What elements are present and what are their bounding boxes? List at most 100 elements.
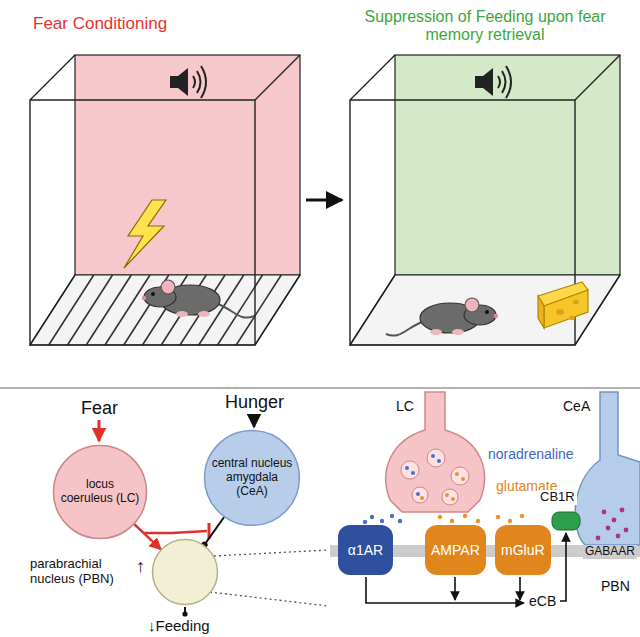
cea-neuron: [606, 526, 611, 531]
region-outline: [151, 538, 219, 606]
shock-grid: [105, 275, 150, 345]
lc-neuron: [420, 472, 465, 501]
input-label: Hunger: [225, 392, 284, 413]
hunger-input-arrow: [253, 414, 256, 427]
lc-neuron: [437, 459, 441, 463]
shock-grid: [236, 275, 281, 345]
cheese: [569, 316, 575, 320]
mglur-arrow: [519, 577, 521, 600]
cea-neuron: [596, 536, 601, 541]
node-text: α1AR: [348, 542, 383, 558]
shock-grid: [49, 275, 94, 345]
retrieval-cage: [350, 275, 620, 345]
glutamate-dots: [438, 515, 442, 519]
ampar-arrow: [454, 577, 456, 600]
noradrenaline-dots: [370, 515, 374, 519]
node-text: locus coeruleus (LC): [60, 478, 140, 506]
region-label: CeA: [563, 398, 590, 414]
cheese: [538, 282, 588, 328]
inhibition-branch: [144, 531, 207, 533]
zoom-lines: [210, 550, 328, 606]
receptor-box: AMPAR: [425, 525, 486, 575]
cea-neuron: [575, 392, 640, 545]
inhibitory-connector: [204, 517, 224, 545]
node-text: central nucleus amygdala (CeA): [211, 457, 293, 498]
lc-neuron: [412, 487, 428, 503]
receptor-label: GABAAR: [583, 545, 637, 559]
retrieval-cage: [475, 66, 511, 98]
cheese: [573, 300, 579, 305]
retrieval-cage: [350, 55, 620, 345]
receptor-label: CB1R: [538, 490, 577, 505]
lc-neuron: [405, 466, 409, 470]
transmitter-label: noradrenaline: [488, 446, 574, 462]
feeding-inhibition-line: [184, 607, 186, 612]
glutamate-dots: [438, 514, 524, 523]
lc-neuron: [451, 467, 469, 485]
lc-neuron: [386, 392, 485, 512]
noradrenaline-dots: [380, 519, 384, 523]
ecb-pathway-arrow: [366, 577, 524, 603]
panel-title: Fear Conditioning: [33, 14, 167, 34]
glutamate-dots: [463, 514, 467, 518]
cheese: [538, 296, 544, 328]
output-label: ↓Feeding: [148, 617, 210, 634]
cb1-receptor: [552, 512, 580, 530]
panel-divider: [0, 387, 640, 389]
lc-neuron: [431, 454, 435, 458]
cea-neuron: [596, 508, 629, 541]
activity-arrow: ↑: [136, 556, 145, 577]
lc-neuron: [411, 471, 415, 475]
input-label: Fear: [81, 398, 118, 419]
cea-neuron: [552, 392, 640, 545]
cea-neuron: [616, 534, 621, 539]
conditioning-cage: [170, 66, 206, 98]
lc-neuron: [427, 449, 445, 467]
glutamate-dots: [450, 519, 454, 523]
cea-neuron: [624, 528, 629, 533]
conditioning-cage: [142, 280, 254, 318]
node-text: AMPAR: [431, 542, 480, 558]
shock-bolt: [124, 200, 166, 268]
noradrenaline-dots: [398, 519, 402, 523]
lc-neuron: [455, 472, 459, 476]
brain-region-circle: parabrachial nucleus (PBN): [30, 538, 219, 606]
node-text: mGluR: [501, 542, 545, 558]
fear-input-arrow: [98, 420, 101, 441]
region-circle: [54, 446, 147, 539]
noradrenaline-dots: [363, 520, 367, 524]
inhibition-dot: [182, 611, 187, 616]
lc-neuron: [451, 497, 455, 501]
region-circle: [153, 540, 218, 605]
lc-neuron: [442, 489, 458, 505]
retrograde-ecb-arrow: [560, 533, 566, 601]
panel-title: Suppression of Feeding upon fear memory …: [360, 8, 610, 45]
conditioning-cage: [30, 55, 300, 345]
cea-neuron: [602, 510, 607, 515]
cheese: [544, 290, 588, 328]
conditioning-cage: [30, 275, 300, 345]
glutamate-dots: [476, 519, 480, 523]
lc-neuron: [401, 461, 419, 479]
region-circle: [205, 431, 300, 526]
conditioning-cage: [30, 55, 300, 345]
sequence-arrow: [306, 199, 342, 202]
brain-region-circle: locus coeruleus (LC): [52, 444, 148, 540]
node-text: parabrachial nucleus (PBN): [30, 557, 130, 587]
glutamate-dots: [520, 514, 524, 518]
retrieval-cage: [350, 55, 620, 345]
noradrenaline-dots: [390, 514, 394, 518]
receptor-box: mGluR: [495, 525, 551, 575]
glutamate-dots: [496, 515, 500, 519]
excitatory-arrow: [134, 524, 161, 549]
region-label: LC: [396, 398, 414, 414]
shock-grid: [86, 275, 131, 345]
lc-neuron: [445, 493, 449, 497]
lc-neuron: [416, 492, 420, 496]
shock-grid: [49, 275, 282, 345]
brain-region-circle: central nucleus amygdala (CeA): [203, 429, 301, 527]
cheese: [556, 309, 564, 315]
retrieval-cage: [386, 298, 498, 336]
